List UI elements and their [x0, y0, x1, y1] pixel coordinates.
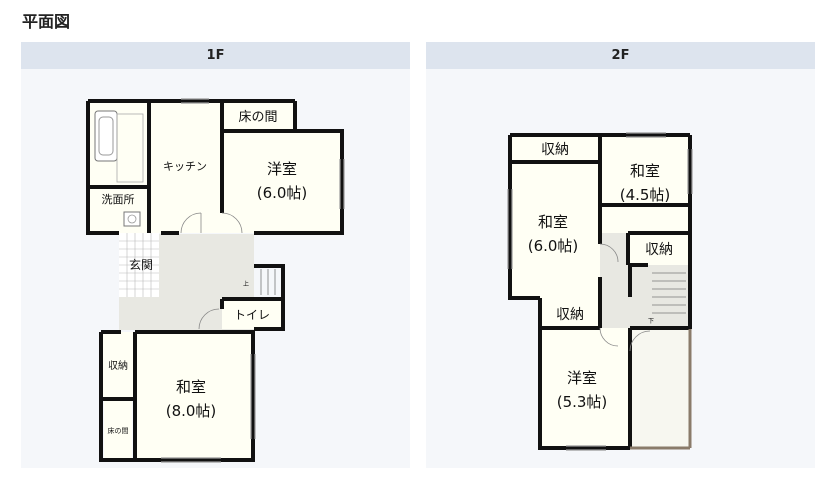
floor-1f-plan: キッチン 床の間 洋室 (6.0帖) 洗面所 玄関 トイレ 収納 和室 (8.0…: [86, 98, 345, 463]
washitsu-a-name: 和室: [630, 162, 660, 180]
tokonoma-small-label: 床の間: [108, 426, 129, 435]
walls-1f: [86, 99, 344, 462]
washitsu-b-size: (6.0帖): [528, 237, 579, 255]
washitsu-a-size: (4.5帖): [620, 186, 671, 204]
floor-1f-header: 1F: [21, 42, 410, 69]
sink-icon: [123, 211, 141, 227]
washitsu-b-name: 和室: [538, 213, 568, 231]
western-room-name: 洋室: [267, 160, 297, 178]
stair-mark-1f: 上: [243, 280, 249, 288]
page-title: 平面図: [22, 12, 71, 31]
storage-a-label: 収納: [541, 142, 569, 158]
washitsu-name: 和室: [176, 378, 206, 396]
washroom-label: 洗面所: [102, 193, 135, 206]
washitsu-size: (8.0帖): [166, 402, 217, 420]
stairs-1f: [260, 269, 276, 295]
door-swings-1f: [180, 212, 243, 330]
storage-label: 収納: [108, 359, 128, 372]
bathtub-icon: [94, 110, 144, 183]
floor-2f-header: 2F: [426, 42, 815, 69]
tokonoma-label: 床の間: [238, 110, 277, 125]
windows-2f: [507, 132, 693, 451]
storage-c-label: 収納: [556, 307, 584, 323]
floor-1f-panel: 1F: [21, 42, 410, 468]
stair-mark-2f: 下: [648, 318, 654, 325]
floor-2f-plan: 収納 和室 (4.5帖) 和室 (6.0帖) 収納 収納 洋室 (5.3帖) 下: [507, 132, 693, 451]
western-room-2f-size: (5.3帖): [557, 393, 608, 411]
stairs-2f: [652, 272, 686, 314]
entrance-label: 玄関: [129, 257, 153, 272]
storage-b-label: 収納: [645, 242, 673, 258]
western-room-size: (6.0帖): [257, 184, 308, 202]
kitchen-label: キッチン: [163, 160, 207, 173]
windows-1f: [161, 98, 345, 463]
door-swings-2f: [599, 243, 651, 352]
entrance-tiles: [119, 233, 159, 297]
toilet-label: トイレ: [234, 308, 270, 322]
western-room-2f-name: 洋室: [567, 369, 597, 387]
walls-2f: [508, 133, 692, 450]
floor-2f-panel: 2F: [426, 42, 815, 468]
